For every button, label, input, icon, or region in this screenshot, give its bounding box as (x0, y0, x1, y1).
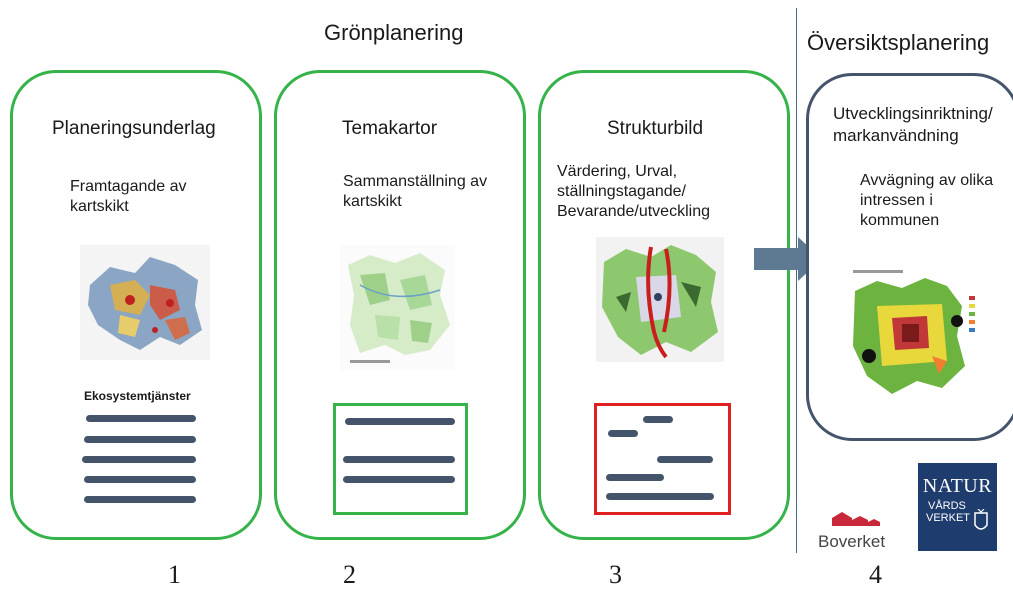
boverket-label: Boverket (818, 532, 886, 551)
text-line-placeholder (343, 476, 455, 483)
text-line-placeholder (84, 436, 196, 443)
step-4-subtitle: Avvägning av olika intressen i kommunen (860, 172, 994, 229)
text-line-placeholder (606, 493, 714, 500)
section-divider (796, 8, 797, 553)
text-line-placeholder (343, 456, 455, 463)
ecosystem-heatmap-image (80, 245, 210, 360)
step-number-3: 3 (609, 560, 622, 589)
ecosystem-services-label: Ekosystemtjänster (84, 389, 191, 403)
text-line-placeholder (657, 456, 713, 463)
step-1-subtitle: Framtagande av kartskikt (70, 178, 187, 215)
text-line-placeholder (345, 418, 455, 425)
text-line-placeholder (84, 476, 196, 483)
text-line-placeholder (84, 496, 196, 503)
text-line-placeholder (608, 430, 638, 437)
highlight-frame-green (333, 403, 468, 515)
section-title-green-planning: Grönplanering (324, 20, 464, 45)
step-number-1: 1 (168, 560, 181, 589)
step-4-title: Utvecklingsinriktning/ markanvändning (833, 104, 993, 145)
nv-logo-line2: VÅRDS (928, 500, 966, 512)
flow-arrow-icon (754, 237, 822, 281)
nv-logo-line3: VERKET (926, 512, 971, 524)
nv-logo-line1: NATUR (922, 475, 993, 497)
nv-crest-icon (974, 509, 988, 530)
text-line-placeholder (643, 416, 673, 423)
step-2-title: Temakartor (342, 118, 438, 139)
step-3-subtitle: Värdering, Urval, ställningstagande/ Bev… (557, 163, 710, 220)
text-line-placeholder (82, 456, 196, 463)
structure-map-image (596, 237, 724, 362)
section-title-overview-planning: Översiktsplanering (807, 30, 990, 55)
step-number-4: 4 (869, 560, 882, 589)
boverket-house-icon (832, 512, 880, 526)
land-use-map-image (847, 266, 982, 404)
text-line-placeholder (86, 415, 196, 422)
step-1-title: Planeringsunderlag (52, 118, 216, 139)
naturvardsverket-logo: NATUR VÅRDS VERKET (918, 463, 997, 551)
step-2-subtitle: Sammanställning av kartskikt (343, 173, 488, 210)
highlight-frame-red (594, 403, 731, 515)
step-3-title: Strukturbild (607, 118, 704, 139)
text-line-placeholder (606, 474, 664, 481)
step-number-2: 2 (343, 560, 356, 589)
boverket-logo: Boverket (818, 508, 908, 558)
theme-map-image (340, 245, 455, 370)
